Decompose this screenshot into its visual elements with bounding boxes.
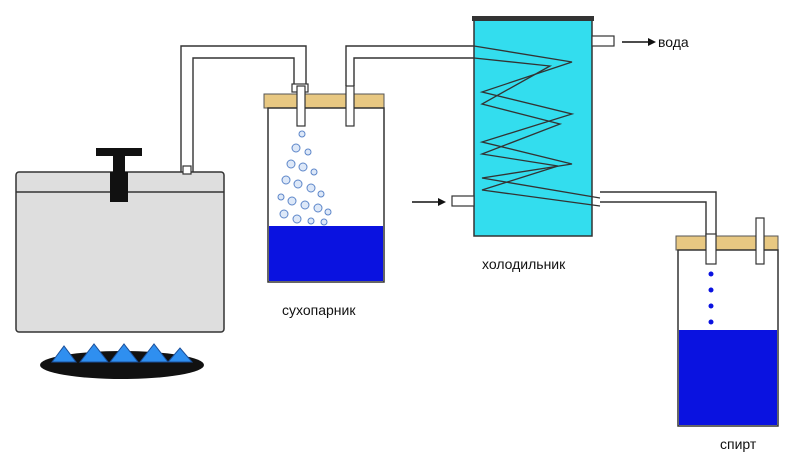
gas-burner bbox=[40, 343, 204, 379]
condenser-label: холодильник bbox=[482, 256, 566, 272]
bubble bbox=[313, 203, 323, 213]
drop bbox=[708, 303, 714, 309]
bubble bbox=[281, 175, 291, 185]
bubble bbox=[277, 193, 285, 201]
pipe-inner bbox=[192, 57, 295, 172]
alcohol-label: спирт bbox=[720, 436, 757, 452]
pipe-steamer-to-condenser bbox=[345, 45, 474, 86]
burner-flames bbox=[51, 343, 194, 363]
steamer-lid bbox=[263, 93, 385, 109]
bubble bbox=[307, 217, 315, 225]
bubble bbox=[298, 162, 308, 172]
pipe-fitting bbox=[182, 165, 192, 175]
dry-steamer bbox=[263, 85, 385, 283]
bubble bbox=[317, 190, 325, 198]
bubble bbox=[293, 179, 303, 189]
condenser-coil-inner bbox=[473, 57, 601, 207]
bubble bbox=[300, 200, 310, 210]
pipe-inner bbox=[600, 201, 707, 238]
drop bbox=[708, 319, 714, 325]
receiver-liquid bbox=[679, 330, 777, 425]
bubble bbox=[310, 168, 318, 176]
steamer-outlet-tube bbox=[345, 85, 355, 127]
valve-handle bbox=[96, 148, 142, 156]
bubble bbox=[286, 159, 296, 169]
receiver-vent-tube bbox=[755, 217, 765, 265]
bubble bbox=[320, 218, 328, 226]
condenser-body bbox=[473, 19, 593, 237]
receiver-jar bbox=[675, 217, 779, 427]
bubble bbox=[298, 130, 306, 138]
steamer-liquid bbox=[269, 226, 383, 281]
flame bbox=[138, 343, 170, 363]
receiver-inlet-tube bbox=[705, 233, 717, 265]
drop bbox=[708, 287, 714, 293]
flame bbox=[166, 347, 194, 363]
flame bbox=[108, 343, 140, 363]
alcohol-drops bbox=[708, 271, 714, 325]
flame bbox=[51, 345, 77, 363]
pipe-outer bbox=[600, 191, 717, 238]
water-outlet-pipe bbox=[591, 35, 615, 47]
drop bbox=[708, 271, 714, 277]
condenser bbox=[451, 16, 615, 237]
bubble bbox=[279, 209, 289, 219]
water-inlet-pipe bbox=[451, 195, 475, 207]
valve-stem bbox=[113, 156, 125, 174]
pipe-outer bbox=[180, 45, 307, 172]
arrow-right-icon bbox=[412, 198, 446, 206]
bubble bbox=[287, 196, 297, 206]
bubble bbox=[291, 143, 301, 153]
condenser-top bbox=[472, 16, 594, 21]
water-label: вода bbox=[658, 34, 689, 50]
bubble bbox=[304, 148, 312, 156]
boiler-valve bbox=[96, 148, 142, 202]
bubble bbox=[292, 214, 302, 224]
flame bbox=[78, 343, 110, 363]
pipe-outer bbox=[345, 45, 474, 86]
pipe-inner bbox=[353, 57, 474, 86]
arrow-right-icon bbox=[622, 38, 656, 46]
valve-body bbox=[110, 172, 128, 202]
boiler bbox=[15, 148, 225, 333]
bubble bbox=[306, 183, 316, 193]
dry-steamer-label: сухопарник bbox=[282, 302, 356, 318]
pipe-condenser-to-receiver bbox=[600, 191, 717, 238]
steam-bubbles bbox=[277, 130, 332, 226]
condenser-coil-outer bbox=[473, 45, 601, 199]
bubble bbox=[324, 208, 332, 216]
steamer-inlet-tube bbox=[296, 85, 306, 127]
pipe-boiler-to-steamer bbox=[180, 45, 307, 172]
